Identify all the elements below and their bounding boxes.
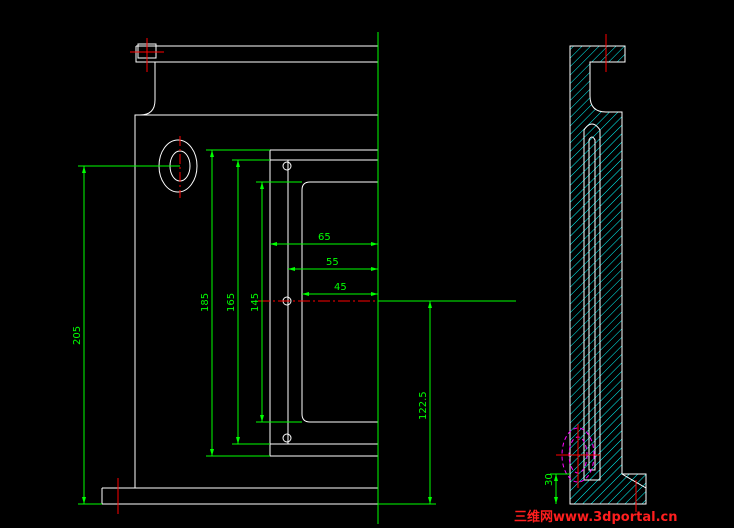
arrow-30-top [554,474,558,481]
arrow-145-top [260,182,264,189]
arrow-145-bottom [260,415,264,422]
arrow-165-bottom [236,437,240,444]
arrow-122-5-top [428,301,432,308]
top-flange [135,45,378,63]
front-view-outline [101,43,378,505]
bolt-hole-lower [282,433,292,443]
dim-label-185: 185 [200,293,211,312]
arrow-205-bottom [82,497,86,504]
arrow-205-top [82,166,86,173]
dim-label-165: 165 [226,293,237,312]
inner-long-slot [269,149,378,457]
dimension-labels: 65 55 45 185 165 145 205 122.5 30 [72,232,555,486]
centerlines [117,34,637,514]
section-bottom-flange [621,473,647,504]
arrow-122-5-bottom [428,497,432,504]
dim-label-45: 45 [334,282,347,293]
window-outline [301,181,378,423]
arrow-30-bottom [554,497,558,504]
arrow-55-right [371,267,378,271]
arrow-185-top [210,150,214,157]
dim-label-55: 55 [326,257,339,268]
section-hatched-body [569,45,647,505]
arrow-65-right [371,242,378,246]
arrow-45-left [302,292,309,296]
bottom-flange [101,487,378,505]
dim-label-205: 205 [72,326,83,345]
dim-label-122-5: 122.5 [418,391,429,420]
bolt-hole-upper [282,161,292,171]
section-slot [588,136,596,471]
dimension-lines [78,32,570,524]
slot-bolt-holes [282,161,292,443]
arrow-45-right [371,292,378,296]
watermark-text: 三维网www.3dportal.cn [514,509,677,525]
dim-label-145: 145 [250,293,261,312]
arrow-65-left [270,242,277,246]
dim-label-30: 30 [544,473,555,486]
dim-label-65: 65 [318,232,331,243]
section-view [561,45,647,505]
arrow-55-left [288,267,295,271]
arrow-185-bottom [210,449,214,456]
body-left-contour [134,62,378,489]
arrow-165-top [236,160,240,167]
dimension-arrows [82,150,558,504]
